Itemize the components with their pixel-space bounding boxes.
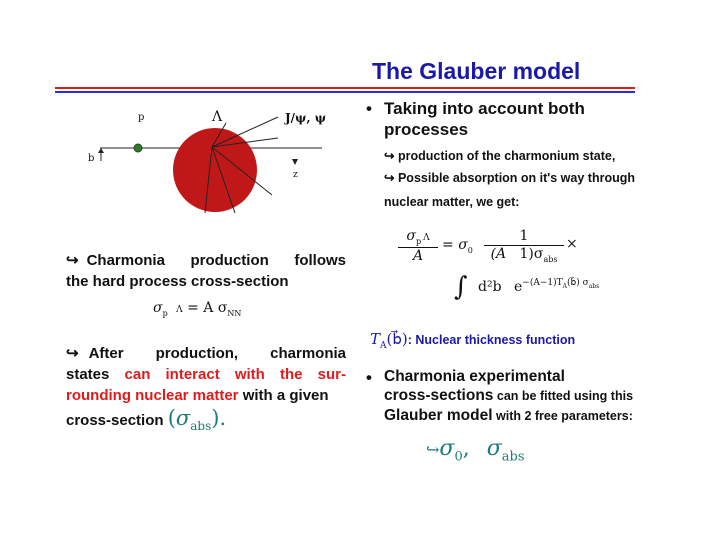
left-block2-line4: cross-section (σabs). [66, 406, 346, 438]
left-block2-line3: rounding nuclear matter with a given [66, 385, 346, 406]
z-arrowhead [292, 159, 298, 165]
thickness-text: : Nuclear thickness function [407, 333, 576, 347]
particle-line-2 [211, 116, 279, 148]
title-rule-blue [55, 91, 635, 93]
formula-rhs-sub: NN [227, 308, 242, 318]
hard-process-formula: σp Λ = A σNN [153, 300, 241, 318]
left-block2-line2: states can interact with the sur- [66, 364, 346, 385]
formula-lhs: σ [153, 300, 163, 316]
bullet1-head1: Taking into account both [384, 99, 585, 118]
impact-parameter-arrowhead [98, 148, 104, 153]
proton-dot [133, 143, 143, 153]
particle-line-5 [211, 146, 236, 214]
left-block2-line2-a: states [66, 366, 125, 383]
left-block1-line1: Charmonia production follows [86, 252, 346, 269]
left-block-1: ↪ Charmonia production follows the hard … [66, 250, 346, 292]
formula-lhs-sub2: Λ [176, 305, 183, 315]
glauber-diagram: p Λ b J/ψ, ψ z [88, 109, 326, 214]
nucleus-circle [173, 128, 257, 212]
left-block2-line4-a: cross-section [66, 412, 168, 429]
bullet2-line3: Glauber model with 2 free parameters: [384, 407, 633, 424]
eq-times: × [566, 236, 578, 252]
bullet-dot: • [366, 99, 372, 118]
eq-integral: ∫ d²b e−(A−1)TA(b⃗) σabs [454, 272, 600, 302]
bullet2-line1: Charmonia experimental [384, 368, 565, 385]
label-jpsi: J/ψ, ψ [284, 111, 326, 125]
fit-parameters: ↪σ0, σabs [426, 436, 525, 465]
bullet2-line2: cross-sections can be fitted using this [384, 387, 634, 404]
label-z: z [293, 170, 298, 180]
particle-line-1 [211, 122, 227, 148]
arrow-icon: ↪ [426, 440, 440, 459]
left-block2-line3-b: with a given [238, 387, 329, 404]
eq-sigma0: = σ0 [442, 237, 473, 255]
left-block2-line3-highlight: rounding nuclear matter [66, 387, 239, 404]
label-p: p [138, 112, 144, 123]
right-bullet-2: • Charmonia experimental cross-sections … [366, 367, 686, 426]
arrow-icon: ↪ [66, 345, 79, 362]
left-block2-line2-highlight: can interact with the sur- [124, 366, 346, 383]
eq-mid-fraction: 1 (A 1)σabs [484, 228, 564, 264]
arrow-icon: ↪ [384, 149, 395, 163]
left-block2-line1: After production, charmonia [88, 345, 346, 362]
bullet1-head: Taking into account both processes [384, 98, 585, 140]
thickness-line: TA(b⃗): Nuclear thickness function [370, 330, 575, 351]
formula-rhs: = A σ [187, 300, 228, 316]
right-bullet-1: • Taking into account both processes ↪ p… [366, 98, 686, 210]
thickness-symbol: TA(b⃗) [370, 330, 408, 351]
particle-line-6 [204, 146, 213, 214]
arrow-icon: ↪ [384, 171, 395, 185]
title-rule-red [55, 87, 635, 89]
formula-lhs-sub: p [162, 308, 168, 318]
slide-title: The Glauber model [372, 58, 581, 84]
bullet1-sub2: Possible absorption on it's way through [397, 171, 635, 185]
particle-line-4 [211, 146, 273, 196]
param-sigma-abs: σ [486, 436, 502, 461]
left-block-2: ↪ After production, charmonia states can… [66, 343, 346, 438]
sigma-abs-inline: (σabs). [167, 406, 227, 434]
label-b: b [88, 153, 94, 164]
left-block1-line2: the hard process cross-section [66, 273, 289, 290]
label-lambda: Λ [211, 109, 223, 125]
bullet1-sub3: nuclear matter, we get: [384, 195, 520, 209]
bullet-dot: • [366, 368, 372, 387]
bullet1-head2: processes [384, 120, 469, 139]
bullet1-sub1: production of the charmonium state, [397, 149, 616, 163]
particle-line-3 [211, 137, 279, 148]
param-sigma0: σ [439, 436, 455, 461]
arrow-icon: ↪ [66, 252, 79, 269]
